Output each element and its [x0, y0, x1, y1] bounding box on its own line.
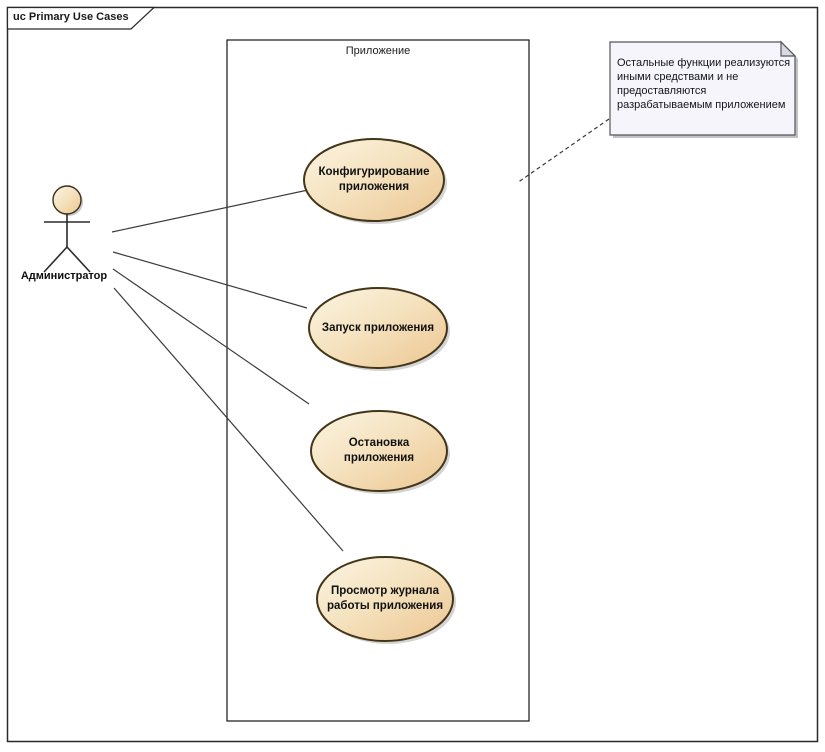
actor-label: Администратор [20, 270, 108, 282]
frame-title: uc Primary Use Cases [13, 11, 129, 23]
use-case-stop-app[interactable] [310, 410, 448, 492]
note-fold-corner-icon [780, 40, 797, 57]
use-case-view-log[interactable] [316, 556, 454, 642]
actor-right-leg-icon [66, 246, 91, 273]
actor-head-icon [52, 185, 82, 215]
use-case-configure-app[interactable] [303, 138, 445, 222]
association-start[interactable] [112, 251, 308, 309]
association-viewlog[interactable] [113, 287, 344, 552]
use-case-label-configure: Конфигурирование приложения [318, 166, 430, 193]
use-case-start-app[interactable] [308, 287, 448, 369]
actor-administrator[interactable] [43, 185, 91, 273]
association-stop[interactable] [112, 268, 310, 405]
use-case-label-viewlog: Просмотр журнала работы приложения [326, 585, 444, 612]
frame-title-tab[interactable] [6, 6, 156, 30]
diagram-frame [6, 6, 819, 743]
note[interactable] [609, 41, 796, 136]
system-boundary-label: Приложение [345, 45, 411, 57]
association-configure[interactable] [111, 189, 309, 233]
use-case-label-stop: Остановка приложения [343, 437, 415, 464]
actor-left-leg-icon [43, 246, 68, 273]
use-case-label-start: Запуск приложения [321, 321, 435, 334]
note-text: Остальные функции реализуются иными сред… [617, 57, 791, 111]
note-link-connector[interactable] [516, 118, 610, 184]
